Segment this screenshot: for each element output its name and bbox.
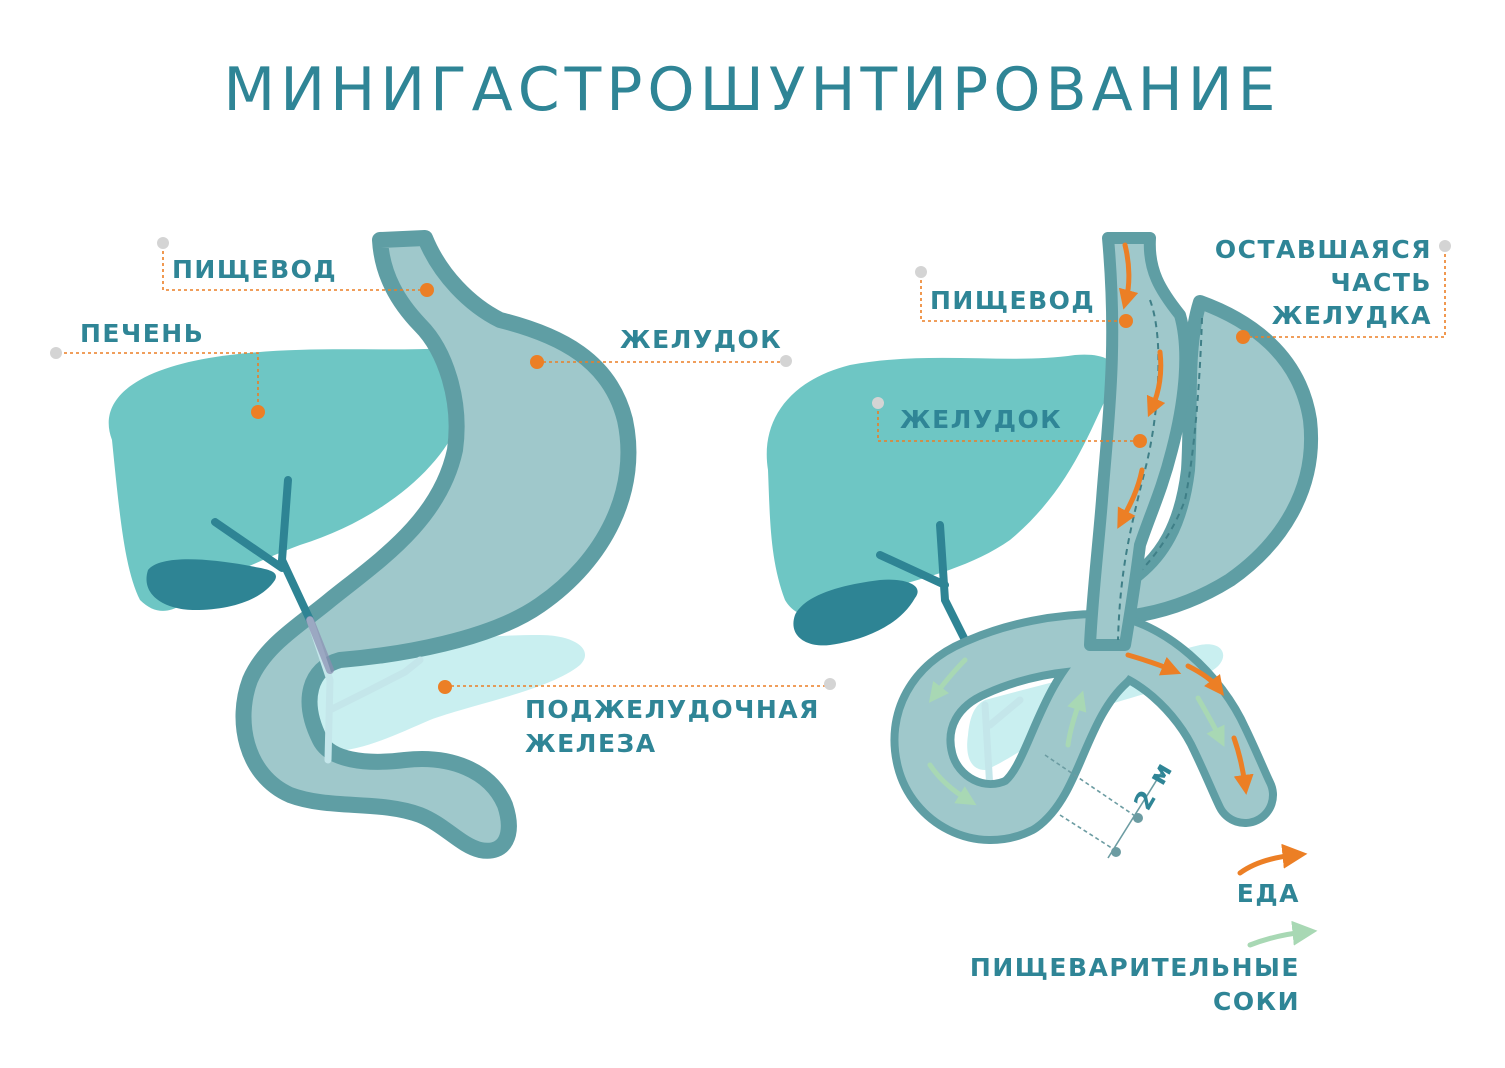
food-flow-arrows [1117,242,1254,795]
food-arrow [1146,349,1166,418]
legend-food-label: ЕДА [1237,879,1300,908]
leader-remaining-stomach [1243,248,1446,338]
legend: ЕДА ПИЩЕВАРИТЕЛЬНЫЕ СОКИ [970,843,1318,1016]
dot-target [1236,330,1250,344]
label-pancreas-line1: ПОДЖЕЛУДОЧНАЯ [525,695,820,724]
legend-food-arrow [1237,843,1308,876]
juice-arrow [927,762,977,806]
leader-esophagus-left [162,245,427,291]
bypass-anatomy: 2 м [766,232,1318,859]
bile-duct-left [211,476,314,624]
food-arrow [1185,663,1225,696]
dot-target [420,283,434,297]
leader-stomach-right [877,405,1140,442]
stomach-left [235,230,637,859]
dot-end [50,347,62,359]
legend-juices-line2: СОКИ [1213,987,1300,1016]
food-arrow [1118,242,1139,310]
page-title: МИНИГАСТРОШУНТИРОВАНИЕ [223,55,1280,125]
label-liver-left: ПЕЧЕНЬ [80,319,204,348]
bile-duct-pale-right [981,696,1024,794]
label-esophagus-left: ПИЩЕВОД [172,255,337,284]
leader-liver-left [58,352,259,410]
dot-end [872,397,884,409]
dot-target [251,405,265,419]
right-callouts: ПИЩЕВОД ЖЕЛУДОК ОСТАВШАЯСЯ ЧАСТЬ ЖЕЛУДКА [872,235,1451,448]
dot-target [438,680,452,694]
dot-end [915,266,927,278]
label-distance: 2 м [1128,756,1179,815]
juice-arrow [1065,690,1087,748]
bile-duct-right [876,521,969,644]
food-arrow [1117,467,1145,529]
left-callouts: ПИЩЕВОД ПЕЧЕНЬ ЖЕЛУДОК ПОДЖЕЛУДОЧНАЯ ЖЕЛ… [50,237,836,758]
dot-end [1439,240,1451,252]
juice-flow-arrows [927,657,1225,806]
dimension-line [1059,814,1119,853]
label-stomach-left: ЖЕЛУДОК [620,325,782,354]
legend-juices-arrow [1247,920,1318,948]
juice-arrow [1195,695,1225,747]
dot-end [780,355,792,367]
liver-right [766,354,1116,616]
bile-duct-overlap-left [306,616,334,674]
dot-end [157,237,169,249]
label-stomach-right: ЖЕЛУДОК [900,405,1062,434]
pouch-staple-line [1117,299,1160,641]
dimension-line [1044,754,1139,819]
food-arrow [1125,652,1182,676]
dimension-dot [1111,847,1121,857]
legend-juices-line1: ПИЩЕВАРИТЕЛЬНЫЕ [970,953,1300,982]
remaining-stomach-staple-line [1119,317,1203,591]
label-pancreas-line2: ЖЕЛЕЗА [525,729,657,758]
remaining-stomach [1111,295,1318,625]
gallbladder-left [146,559,276,610]
food-arrow [1231,735,1254,795]
juice-arrow [928,657,968,703]
label-remaining-line2: ЧАСТЬ [1330,268,1432,297]
label-remaining-line3: ЖЕЛУДКА [1272,301,1432,330]
dot-target [1119,314,1133,328]
label-remaining-line1: ОСТАВШАЯСЯ [1215,235,1432,264]
gallbladder-right [793,579,918,646]
dot-end [824,678,836,690]
dot-target [530,355,544,369]
dimension-dot [1133,813,1143,823]
dot-target [1133,434,1147,448]
label-esophagus-right: ПИЩЕВОД [930,286,1095,315]
normal-anatomy [108,230,637,859]
